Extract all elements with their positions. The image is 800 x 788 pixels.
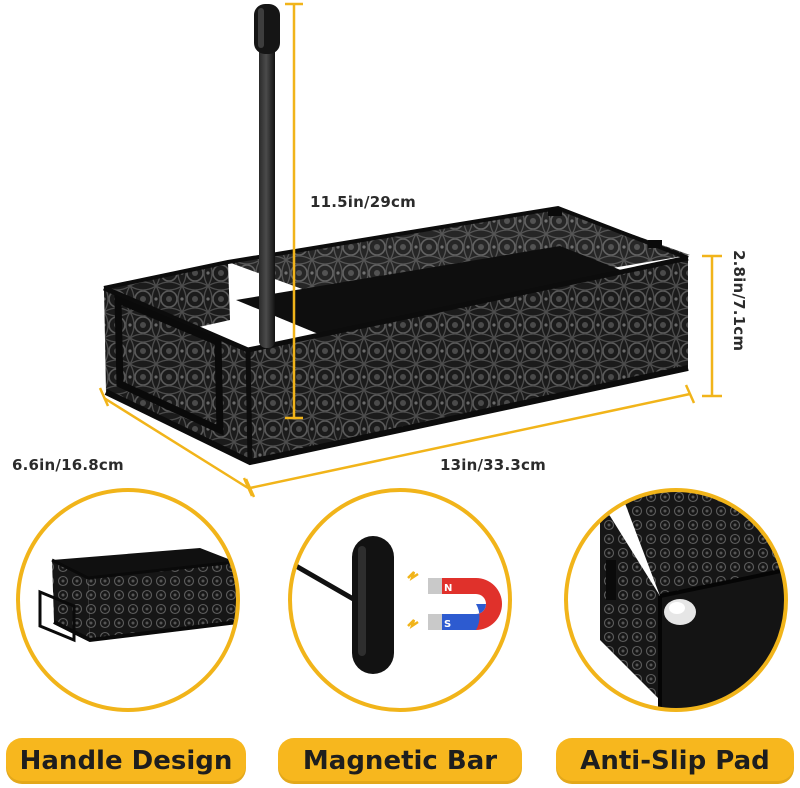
basket-main: [103, 205, 690, 466]
detail-magnetic-bar: N S: [288, 488, 512, 712]
detail-handle: [16, 488, 240, 712]
dimension-lines: [98, 2, 722, 498]
feature-badge-label: Handle Design: [19, 746, 233, 776]
magnet-north-label: N: [444, 583, 452, 594]
feature-badge-magnetic-bar: Magnetic Bar: [278, 738, 522, 784]
depth-dimension-label: 6.6in/16.8cm: [12, 456, 124, 474]
feature-badge-label: Anti-Slip Pad: [580, 746, 770, 776]
center-rod: [254, 4, 280, 348]
feature-badge-anti-slip-pad: Anti-Slip Pad: [556, 738, 794, 784]
feature-badge-handle-design: Handle Design: [6, 738, 246, 784]
magnet-south-label: S: [444, 619, 451, 630]
height-dimension-label: 11.5in/29cm: [310, 193, 416, 211]
detail-anti-slip-pad: [564, 488, 788, 712]
side-height-dimension-label: 2.8in/7.1cm: [730, 250, 748, 352]
width-dimension-label: 13in/33.3cm: [440, 456, 546, 474]
feature-badge-label: Magnetic Bar: [302, 746, 498, 776]
